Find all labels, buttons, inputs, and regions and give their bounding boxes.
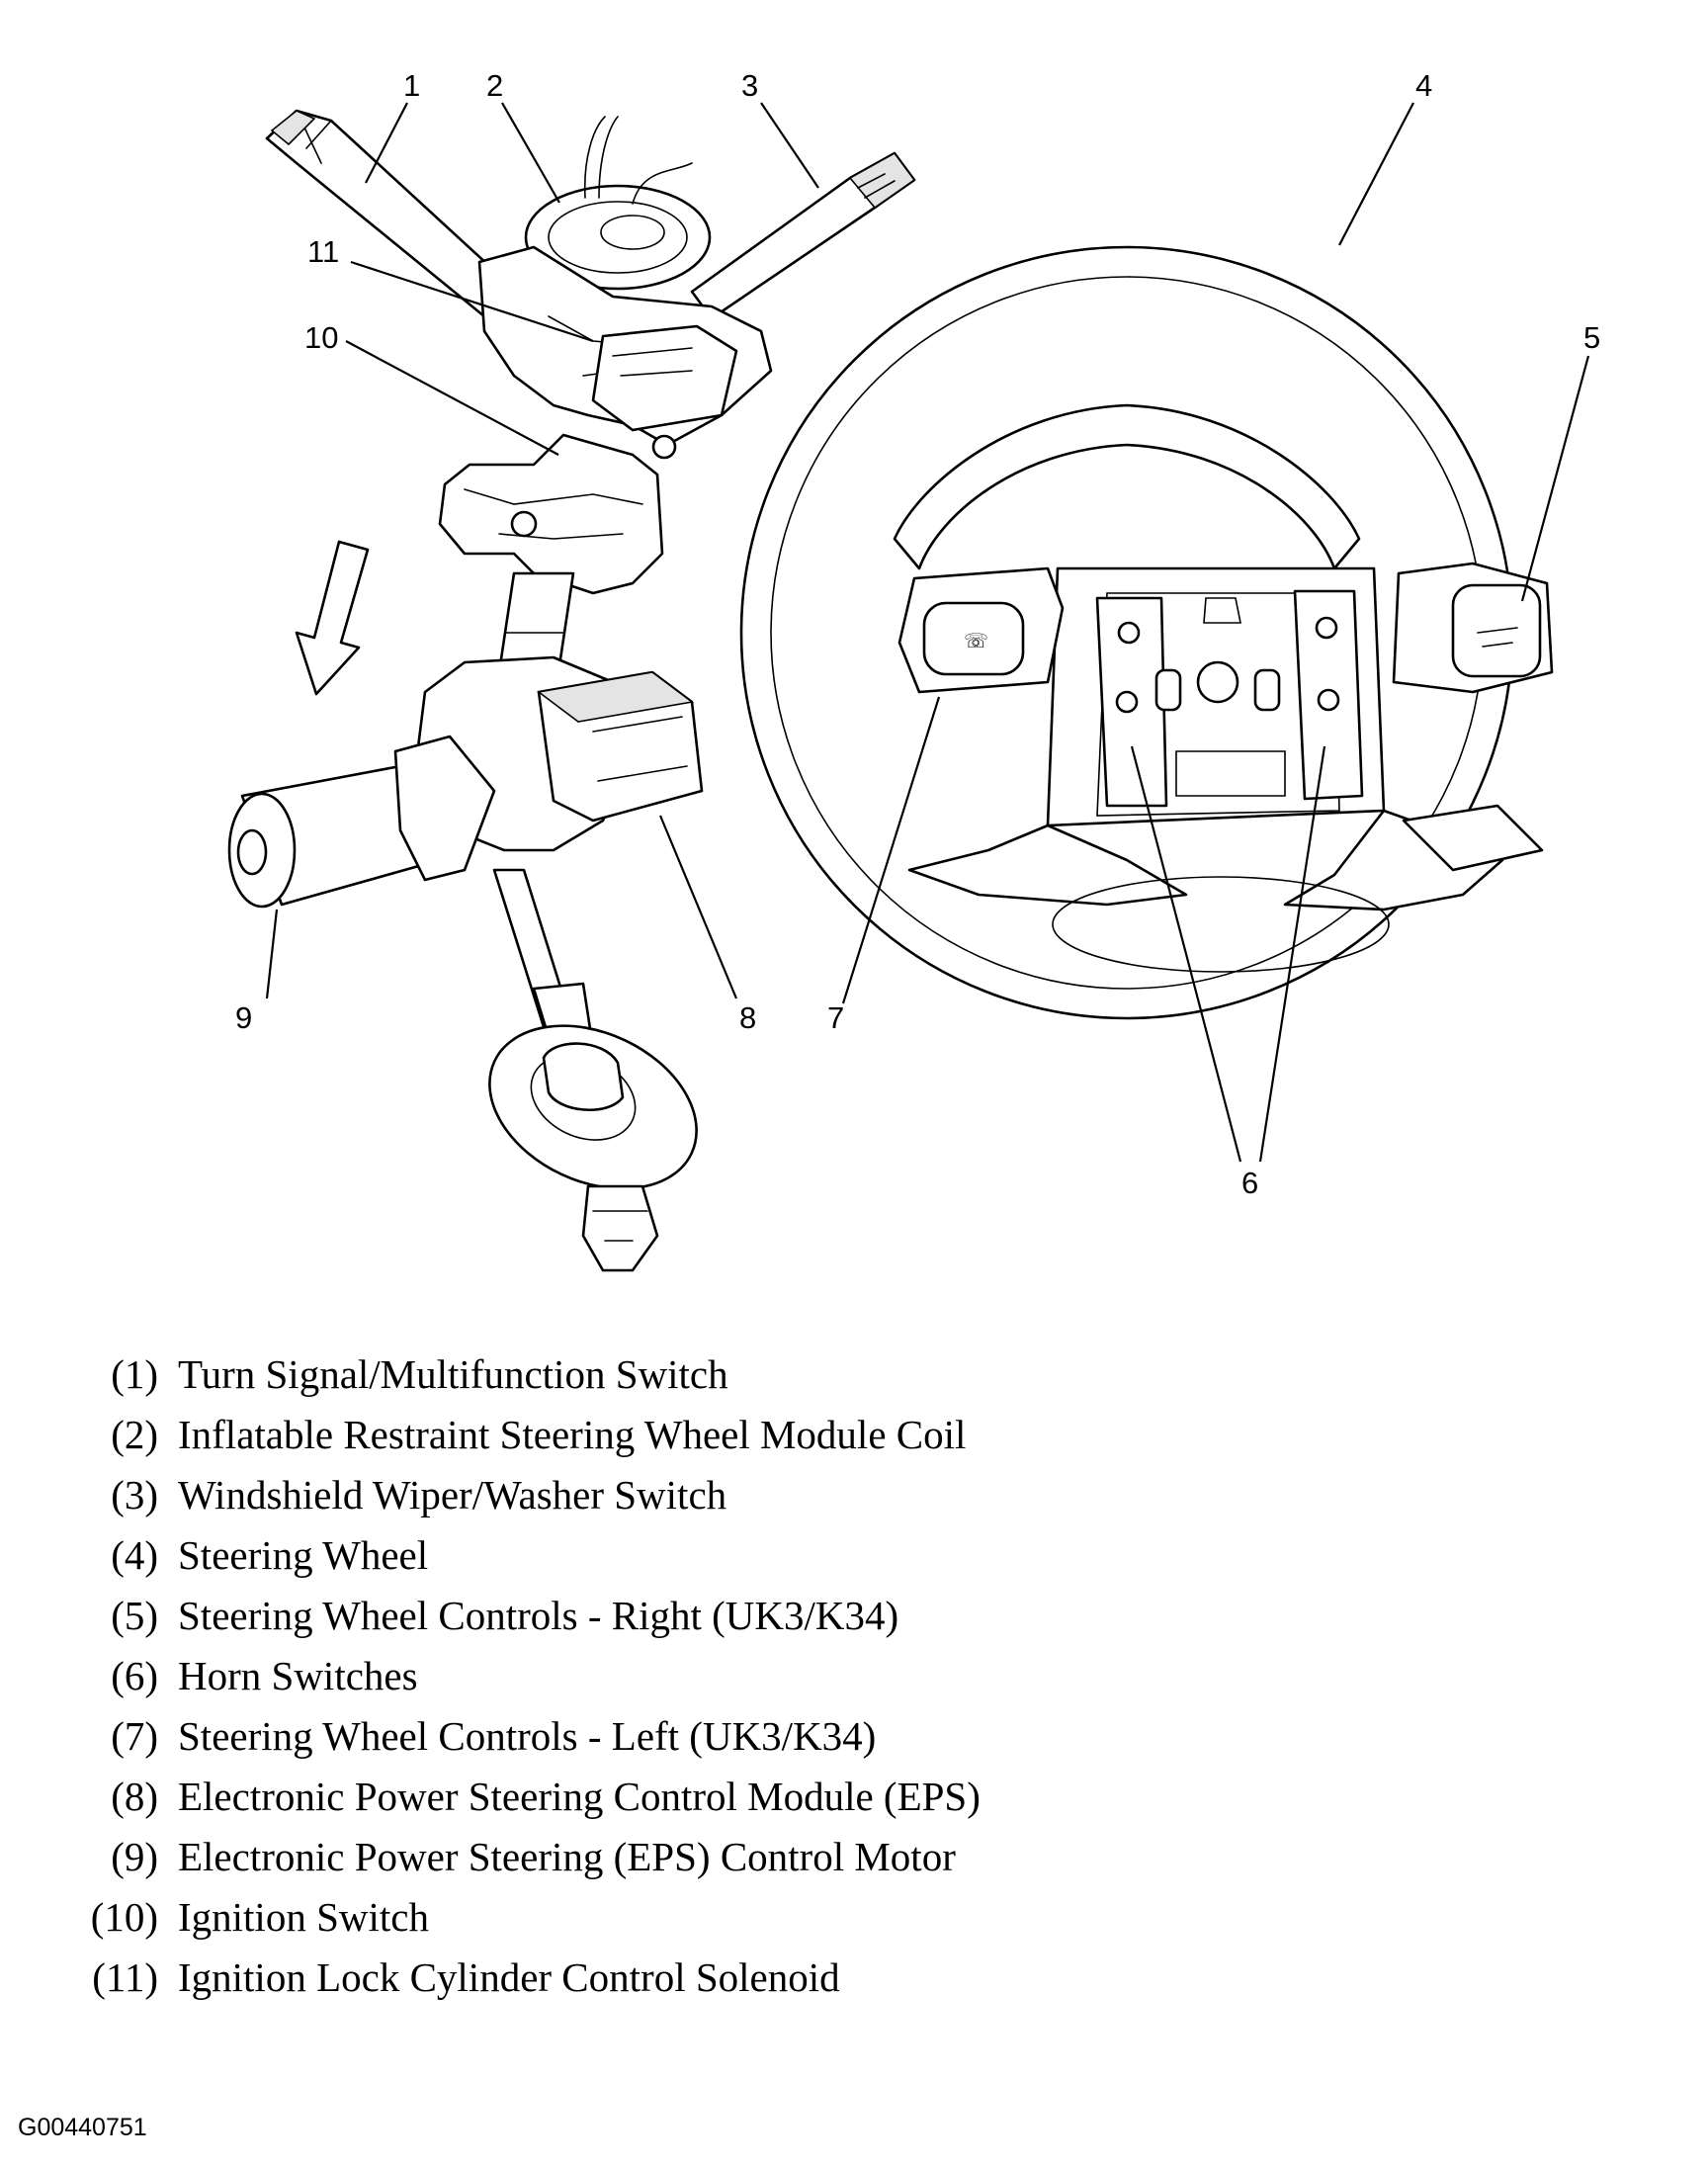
- legend-item: (8) Electronic Power Steering Control Mod…: [69, 1767, 981, 1827]
- legend-number: (9): [111, 1834, 158, 1879]
- callout-5: 5: [1583, 320, 1600, 355]
- legend-text: Electronic Power Steering Control Module…: [178, 1774, 981, 1819]
- legend-item: (6) Horn Switches: [69, 1646, 981, 1706]
- steering-wheel-controls-left: ☏: [897, 566, 1065, 694]
- legend-text: Steering Wheel: [178, 1532, 429, 1578]
- legend-text: Turn Signal/Multifunction Switch: [178, 1351, 728, 1397]
- legend-text: Windshield Wiper/Washer Switch: [178, 1472, 727, 1518]
- legend-text: Inflatable Restraint Steering Wheel Modu…: [178, 1412, 967, 1457]
- callout-4: 4: [1415, 68, 1432, 103]
- steering-wheel: ☏: [739, 245, 1554, 1020]
- leader-lines: [265, 102, 1590, 1163]
- callout-numbers: 1 2 3 4 5 6 7 8 9 10 11: [235, 68, 1600, 1200]
- legend-item: (11) Ignition Lock Cylinder Control Solen…: [69, 1948, 981, 2008]
- legend-text: Ignition Switch: [178, 1894, 429, 1940]
- legend-number: (7): [111, 1713, 158, 1759]
- legend-text: Steering Wheel Controls - Right (UK3/K34…: [178, 1593, 899, 1638]
- ignition-switch: [591, 324, 738, 460]
- legend-text: Horn Switches: [178, 1653, 418, 1698]
- legend-number: (2): [111, 1412, 158, 1457]
- legend-item: (1) Turn Signal/Multifunction Switch: [69, 1344, 981, 1405]
- legend-number: (6): [111, 1653, 158, 1698]
- callout-10: 10: [304, 320, 338, 355]
- callout-2: 2: [486, 68, 503, 103]
- legend-number: (3): [111, 1472, 158, 1518]
- legend-number: (5): [111, 1593, 158, 1638]
- steering-column-diagram: ☏ 1 2 3 4 5 6 7 8: [227, 68, 1600, 1272]
- callout-7: 7: [827, 1000, 844, 1035]
- legend-text: Electronic Power Steering (EPS) Control …: [178, 1834, 956, 1879]
- clockspring-coil: [524, 116, 712, 291]
- callout-8: 8: [739, 1000, 756, 1035]
- steering-wheel-controls-right: [1392, 562, 1554, 694]
- callout-1: 1: [403, 68, 420, 103]
- callout-11: 11: [307, 234, 339, 269]
- eps-control-motor: [227, 735, 496, 909]
- eps-control-module: [537, 670, 704, 823]
- callout-6: 6: [1241, 1166, 1258, 1200]
- legend-item: (2) Inflatable Restraint Steering Wheel M…: [69, 1405, 981, 1465]
- svg-text:☏: ☏: [964, 631, 988, 652]
- steering-column-assembly: [227, 109, 916, 1272]
- legend-number: (8): [111, 1774, 158, 1819]
- legend-item: (3) Windshield Wiper/Washer Switch: [69, 1465, 981, 1525]
- legend-number: (1): [111, 1351, 158, 1397]
- legend-item: (7) Steering Wheel Controls - Left (UK3/K…: [69, 1706, 981, 1767]
- legend-item: (10) Ignition Switch: [69, 1887, 981, 1948]
- legend-number: (4): [111, 1532, 158, 1578]
- callout-9: 9: [235, 1000, 252, 1035]
- parts-legend: (1) Turn Signal/Multifunction Switch (2) I…: [69, 1344, 981, 2008]
- direction-arrow: [295, 540, 370, 696]
- legend-item: (5) Steering Wheel Controls - Right (UK3/…: [69, 1586, 981, 1646]
- legend-item: (9) Electronic Power Steering (EPS) Contr…: [69, 1827, 981, 1887]
- legend-number: (10): [90, 1894, 158, 1940]
- legend-item: (4) Steering Wheel: [69, 1525, 981, 1586]
- wiper-washer-lever: [690, 151, 916, 320]
- turn-signal-lever: [265, 109, 516, 318]
- callout-3: 3: [741, 68, 758, 103]
- legend-number: (11): [92, 1954, 158, 2000]
- figure-id: G00440751: [18, 2114, 147, 2141]
- legend-text: Steering Wheel Controls - Left (UK3/K34): [178, 1713, 877, 1759]
- legend-text: Ignition Lock Cylinder Control Solenoid: [178, 1954, 840, 2000]
- horn-switches: [1095, 589, 1364, 808]
